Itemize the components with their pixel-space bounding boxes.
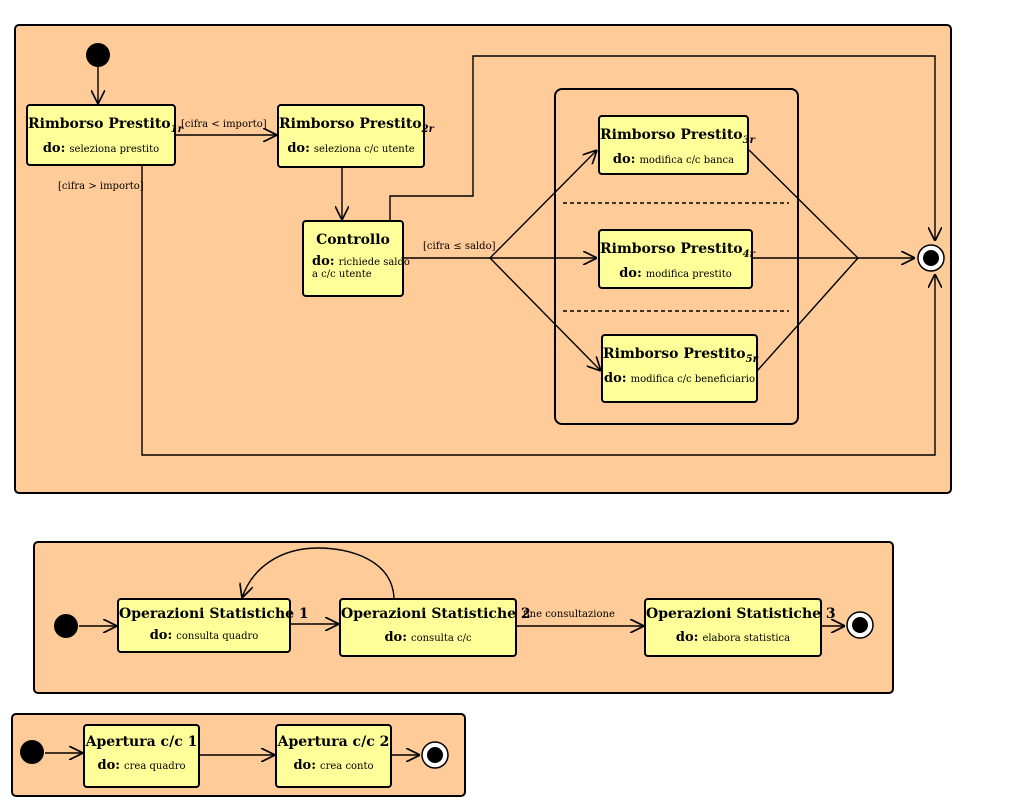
state-title: Operazioni Statistiche 3 — [646, 606, 836, 622]
state-subscript: 1r — [170, 123, 183, 135]
do-keyword: do: — [149, 628, 173, 643]
state-rimborso-prestito-3: Rimborso Prestito3r do:modifica c/c banc… — [598, 115, 755, 175]
state-title: Apertura c/c 1 — [85, 734, 198, 750]
guard-cifra-le-saldo: [cifra ≤ saldo] — [423, 241, 496, 252]
state-activity: seleziona prestito — [69, 143, 160, 155]
state-activity: modifica c/c beneficiario — [630, 373, 755, 385]
state-activity: seleziona c/c utente — [313, 143, 415, 155]
state-title: Operazioni Statistiche 1 — [119, 606, 309, 622]
do-keyword: do: — [293, 758, 316, 773]
state-title: Operazioni Statistiche 2 — [341, 606, 531, 622]
panel-apertura-cc — [11, 713, 466, 797]
state-subscript: 3r — [742, 134, 755, 146]
do-keyword: do: — [42, 140, 66, 156]
state-operazioni-statistiche-1: Operazioni Statistiche 1 do:consulta qua… — [117, 598, 309, 653]
state-title: Rimborso Prestito — [600, 241, 743, 257]
state-title: Rimborso Prestito — [603, 346, 746, 362]
state-activity: modifica prestito — [645, 268, 732, 280]
guard-cifra-gt-importo: [cifra > importo] — [58, 181, 144, 192]
do-keyword: do: — [384, 630, 407, 645]
state-apertura-cc-2: Apertura c/c 2 do: crea conto — [275, 724, 392, 788]
event-fine-consultazione: fine consultazione — [523, 609, 615, 620]
state-activity-line2: a c/c utente — [312, 269, 372, 280]
state-title: Rimborso Prestito — [600, 127, 743, 143]
do-keyword: do: — [97, 758, 121, 773]
state-subscript: 4r — [742, 248, 755, 260]
do-keyword: do: — [312, 254, 335, 269]
state-title: Rimborso Prestito — [279, 116, 422, 132]
do-keyword: do: — [604, 370, 627, 386]
state-operazioni-statistiche-2: Operazioni Statistiche 2 do: consulta c/c — [339, 598, 531, 657]
state-activity: modifica c/c banca — [639, 154, 735, 166]
state-rimborso-prestito-2: Rimborso Prestito2r do:seleziona c/c ute… — [277, 104, 434, 168]
state-activity: crea quadro — [124, 761, 186, 772]
state-subscript: 5r — [745, 353, 758, 365]
state-activity: richiede saldo — [338, 257, 410, 268]
state-activity: crea conto — [320, 761, 374, 772]
state-rimborso-prestito-1: Rimborso Prestito1r do:seleziona prestit… — [26, 104, 183, 166]
state-title: Apertura c/c 2 — [277, 734, 390, 750]
state-apertura-cc-1: Apertura c/c 1 do:crea quadro — [83, 724, 200, 788]
do-keyword: do: — [675, 630, 699, 645]
state-rimborso-prestito-5: Rimborso Prestito5r do:modifica c/c bene… — [601, 334, 758, 403]
state-title: Controllo — [316, 232, 390, 248]
do-keyword: do: — [619, 265, 642, 281]
panel-rimborso-prestito — [14, 24, 952, 494]
state-rimborso-prestito-4: Rimborso Prestito4r do:modifica prestito — [598, 229, 755, 289]
state-activity: elabora statistica — [702, 633, 791, 644]
state-activity: consulta quadro — [176, 631, 259, 642]
state-subscript: 2r — [421, 123, 434, 135]
state-operazioni-statistiche-3: Operazioni Statistiche 3 do:elabora stat… — [644, 598, 836, 657]
guard-cifra-lt-importo: [cifra < importo] — [181, 119, 267, 130]
state-title: Rimborso Prestito — [28, 116, 171, 132]
do-keyword: do: — [612, 151, 636, 167]
do-keyword: do: — [287, 140, 310, 156]
state-activity: consulta c/c — [411, 633, 472, 644]
